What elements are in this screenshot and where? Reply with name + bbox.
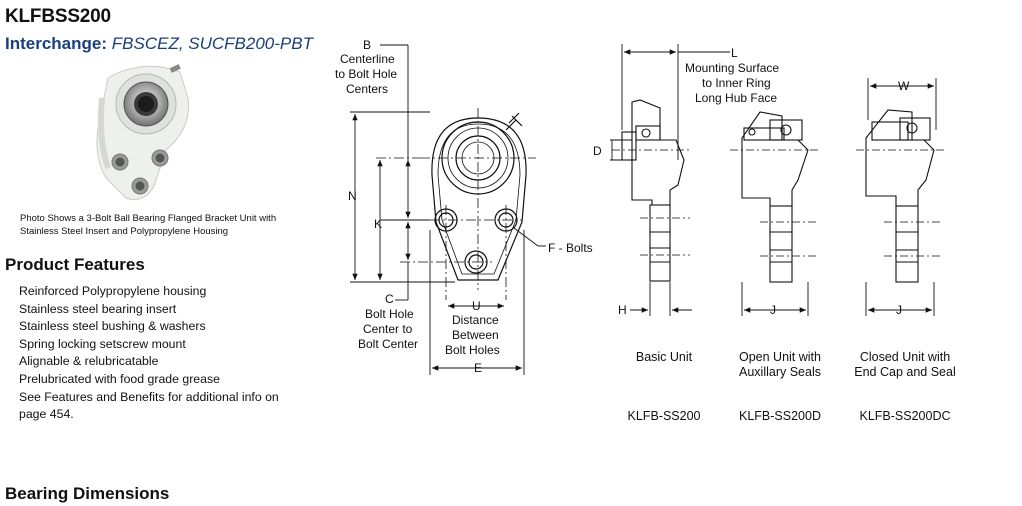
dim-e-letter: E: [474, 361, 482, 375]
feature-item: See Features and Benefits for additional…: [19, 389, 279, 422]
dim-b-label-1: Centerline: [340, 52, 395, 66]
dim-u-label-2: Between: [452, 328, 499, 342]
dim-l-letter: L: [731, 46, 738, 60]
part-number-closed: KLFB-SS200DC: [859, 409, 951, 423]
dim-l-label-1: Mounting Surface: [685, 61, 779, 75]
dim-j-letter-open: J: [770, 303, 776, 317]
feature-item: Stainless steel bearing insert: [19, 301, 177, 316]
part-number-open: KLFB-SS200D: [739, 409, 821, 423]
dim-l-label-2: to Inner Ring: [702, 76, 771, 90]
side-view-open-drawing: [741, 111, 809, 283]
product-code: KLFBSS200: [5, 6, 111, 27]
dim-c-label-1: Bolt Hole: [365, 307, 414, 321]
photo-caption: Photo Shows a 3-Bolt Ball Bearing Flange…: [20, 213, 277, 237]
dim-f-label: F - Bolts: [548, 241, 593, 255]
dim-c-label-3: Bolt Center: [358, 337, 418, 351]
dim-b-label-2: to Bolt Hole: [335, 67, 397, 81]
part-number-basic: KLFB-SS200: [627, 409, 701, 423]
feature-item: Stainless steel bushing & washers: [19, 319, 206, 334]
features-list: Reinforced Polypropylene housing Stainle…: [19, 283, 279, 424]
front-view-drawing: [431, 112, 527, 281]
dim-k-letter: K: [374, 217, 382, 231]
dim-n-letter: N: [348, 189, 357, 203]
dim-u-label-1: Distance: [452, 313, 499, 327]
dim-c-letter: C: [385, 292, 394, 306]
interchange-label: Interchange:: [5, 34, 108, 53]
interchange-value: FBSCEZ, SUCFB200-PBT: [111, 34, 313, 53]
dim-u-label-3: Bolt Holes: [445, 343, 500, 357]
unit-name-open: Open Unit with Auxillary Seals: [739, 350, 821, 379]
product-photo: [96, 64, 190, 200]
dim-u-letter: U: [472, 299, 481, 313]
bearing-dimensions-heading: Bearing Dimensions: [5, 484, 170, 503]
dim-b-letter: B: [363, 38, 371, 52]
side-view-basic-drawing: [621, 99, 685, 282]
dim-w-letter: W: [898, 79, 910, 93]
dim-b-label-3: Centers: [346, 82, 388, 96]
feature-item: Alignable & relubricatable: [19, 354, 159, 369]
dim-j-letter-closed: J: [896, 303, 902, 317]
feature-item: Prelubricated with food grade grease: [19, 371, 220, 386]
dim-h-letter: H: [618, 303, 627, 317]
dim-d-letter: D: [593, 144, 602, 158]
feature-item: Reinforced Polypropylene housing: [19, 284, 207, 298]
unit-name-basic: Basic Unit: [635, 350, 693, 364]
feature-item: Spring locking setscrew mount: [19, 336, 186, 351]
dim-l-label-3: Long Hub Face: [695, 91, 777, 105]
features-heading: Product Features: [5, 255, 145, 274]
unit-name-closed: Closed Unit with End Cap and Seal: [854, 350, 956, 379]
interchange-line: Interchange: FBSCEZ, SUCFB200-PBT: [5, 34, 313, 54]
dim-c-label-2: Center to: [363, 322, 413, 336]
side-view-closed-drawing: [865, 109, 935, 283]
